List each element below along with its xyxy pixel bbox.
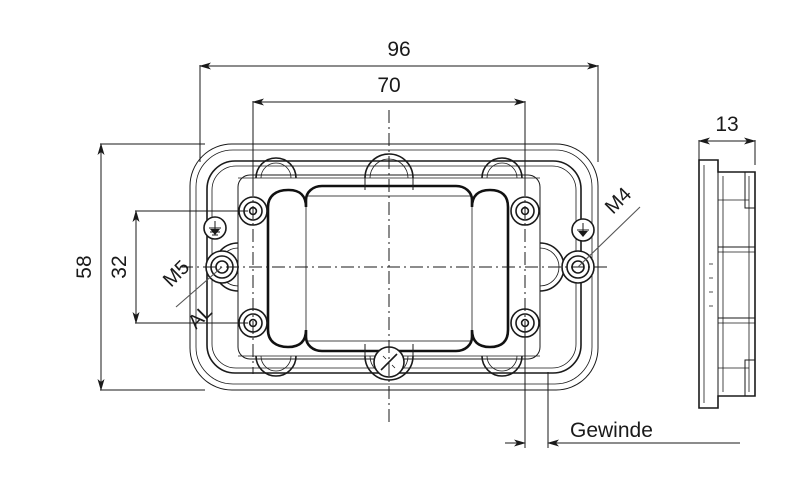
notch-bottom-left-inner [260, 355, 292, 372]
leader-line-m4 [577, 206, 641, 268]
notch-top-center-arc [364, 153, 414, 179]
label-m4: M4 [601, 183, 636, 218]
notch-bottom-center-walls [364, 344, 414, 356]
side-lug-bottom [744, 359, 756, 397]
side-profile-outline [698, 159, 756, 409]
side-view: 13 [698, 113, 756, 409]
dimension-value-96: 96 [387, 38, 410, 61]
front-view [180, 110, 610, 424]
earth-ground-symbol-left [203, 216, 227, 240]
corner-notches [255, 157, 523, 377]
dimension-value-58: 58 [73, 255, 96, 278]
side-lug-top [744, 171, 756, 209]
earth-ground-symbol-right [571, 218, 595, 242]
screw-slot-detail [382, 355, 396, 369]
notch-top-center [364, 153, 414, 190]
notch-top-right [481, 157, 523, 179]
slotted-screw-head [380, 353, 398, 371]
dimension-width-holes: 70 [252, 74, 526, 196]
side-wall-ticks [709, 263, 713, 307]
dimension-height-holes: 32 [108, 210, 248, 324]
label-m5: M5 [159, 256, 194, 291]
notch-top-left-inner [260, 162, 292, 179]
side-internal-ribs [718, 199, 755, 369]
notch-bottom-center-arc [364, 355, 414, 381]
dimension-value-13: 13 [715, 113, 738, 136]
dimension-depth: 13 [698, 113, 756, 165]
side-profile [698, 159, 756, 409]
notch-top-center-walls [364, 178, 414, 190]
notch-bottom-right-inner [486, 355, 518, 372]
label-gewinde: Gewinde [570, 419, 653, 442]
notch-bottom-left [255, 355, 297, 377]
ground-symbols [203, 216, 595, 242]
notch-top-right-inner [486, 162, 518, 179]
dimension-value-70: 70 [377, 74, 400, 97]
leader-line-m5 [175, 266, 223, 308]
notch-top-left [255, 157, 297, 179]
dimension-value-32: 32 [108, 255, 131, 278]
notch-bottom-right [481, 355, 523, 377]
dimension-width-overall: 96 [199, 38, 599, 162]
side-lug-tabs [744, 171, 756, 397]
gewinde-note: Gewinde [505, 330, 740, 448]
dimension-height-overall: 58 [73, 143, 205, 391]
dimension-set-front: 96 70 58 32 [73, 38, 599, 391]
